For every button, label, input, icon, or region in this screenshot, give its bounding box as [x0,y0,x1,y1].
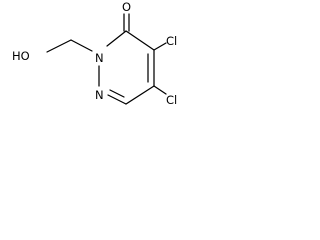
chlorine-4-label: Cl [166,34,177,48]
carbonyl-oxygen-label: O [122,0,131,14]
bond-c5-cl [153,85,167,95]
molecule-structure: O N N Cl Cl HO [12,0,177,107]
nitrogen-2-label: N [95,51,104,65]
nitrogen-1-label: N [95,88,104,102]
bond-ch2-oh [46,39,72,53]
hydroxyl-label: HO [12,49,30,63]
bond-c3-c4 [125,30,155,51]
bond-c4-cl [153,42,167,51]
bond-c5-c6 [125,85,155,105]
chlorine-5-label: Cl [166,93,177,107]
bond-c6-n1-inner [109,89,125,98]
bond-n2-ch2 [70,39,93,52]
bond-n2-c3 [106,30,127,47]
bond-c6-n1 [107,94,127,105]
